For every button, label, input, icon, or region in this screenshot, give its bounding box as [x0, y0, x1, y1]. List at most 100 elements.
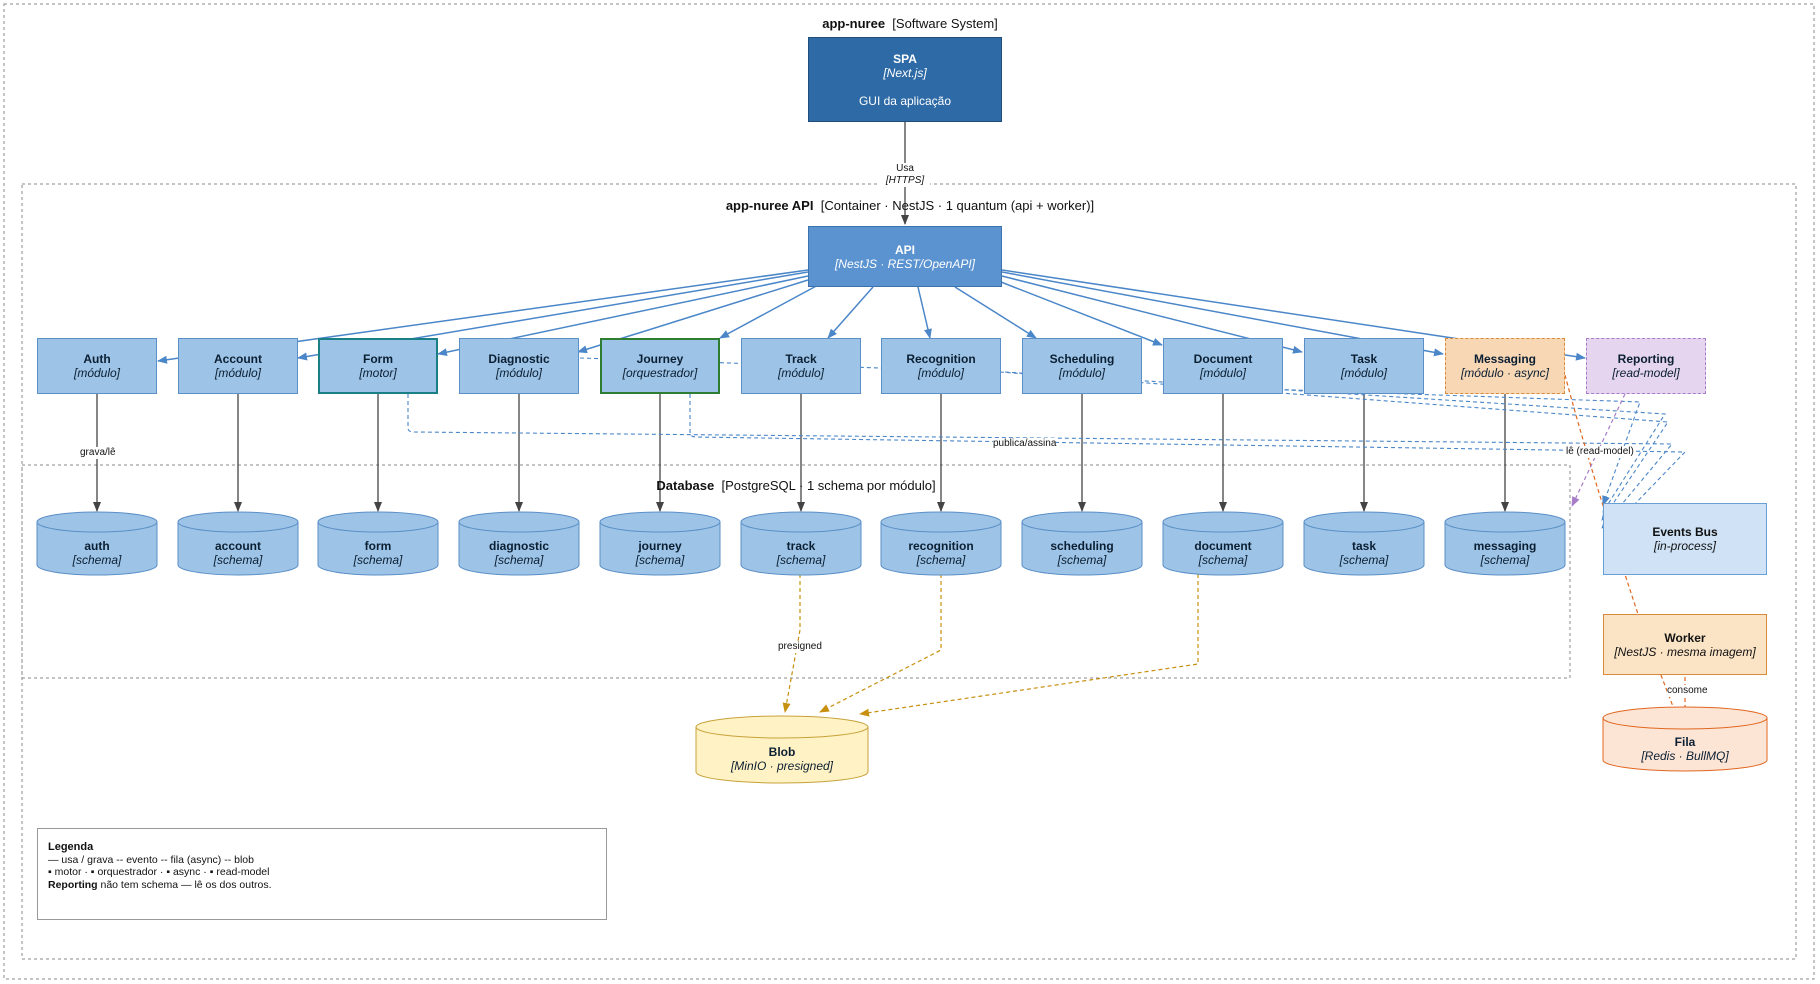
edge-spa-api-label: Usa [HTTPS] [880, 163, 930, 187]
module-type: [motor] [359, 366, 397, 380]
api-box[interactable]: API [NestJS · REST/OpenAPI] [808, 226, 1002, 287]
module-auth[interactable]: Auth [módulo] [37, 338, 157, 394]
schema-name: diagnostic [488, 539, 549, 553]
schema-account-label: account[schema] [178, 539, 298, 567]
schema-task-label: task[schema] [1304, 539, 1424, 567]
schema-type: [schema] [776, 553, 826, 567]
module-document[interactable]: Document [módulo] [1163, 338, 1283, 394]
module-diagnostic[interactable]: Diagnostic [módulo] [459, 338, 579, 394]
module-type: [módulo] [1199, 366, 1247, 380]
edge-presigned-label: presigned [778, 641, 822, 653]
edge-recognition-blob [819, 574, 942, 713]
schema-type: [schema] [494, 553, 544, 567]
api-name: API [894, 242, 915, 257]
schema-type: [schema] [635, 553, 685, 567]
schema-document-label: document[schema] [1163, 539, 1283, 567]
module-type: [orquestrador] [622, 366, 698, 380]
edge-api-recognition [917, 286, 932, 339]
module-account[interactable]: Account [módulo] [178, 338, 298, 394]
edge-le-read-label: lê (read-model) [1566, 446, 1634, 458]
worker-name: Worker [1664, 630, 1706, 645]
module-recognition[interactable]: Recognition [módulo] [881, 338, 1001, 394]
schema-type: [schema] [1057, 553, 1107, 567]
module-name: Auth [83, 352, 111, 366]
cyl-messaging [1444, 511, 1566, 576]
fila-label[interactable]: Fila [Redis · BullMQ] [1603, 735, 1767, 763]
module-name: Form [363, 352, 393, 366]
module-form[interactable]: Form [motor] [318, 338, 438, 394]
module-name: Messaging [1473, 352, 1536, 366]
cyl-form [317, 511, 439, 576]
module-name: Account [214, 352, 262, 366]
blob-tech: [MinIO · presigned] [730, 759, 834, 773]
fila-name: Fila [1674, 735, 1696, 749]
module-type: [módulo] [214, 366, 262, 380]
schema-form-label: form[schema] [318, 539, 438, 567]
schema-scheduling-label: scheduling[schema] [1022, 539, 1142, 567]
module-name: Diagnostic [488, 352, 550, 366]
legend-line-3-rest: não tem schema — lê os dos outros. [97, 878, 272, 891]
module-type: [módulo] [1340, 366, 1388, 380]
cyl-account [177, 511, 299, 576]
schema-name: journey [638, 539, 682, 553]
legend-line-1: — usa / grava -- evento -- fila (async) … [48, 853, 254, 866]
cyl-recognition [880, 511, 1002, 576]
module-name: Recognition [906, 352, 976, 366]
worker-tech: [NestJS · mesma imagem] [1614, 644, 1756, 659]
legend-title: Legenda [48, 841, 94, 853]
events-bus-name: Events Bus [1652, 525, 1718, 539]
spa-box[interactable]: SPA [Next.js] GUI da aplicação [808, 37, 1002, 122]
schema-cylinders [36, 511, 1566, 576]
system-boundary [3, 3, 1815, 980]
module-name: Task [1350, 352, 1378, 366]
events-bus-box[interactable]: Events Bus [in-process] [1603, 503, 1767, 575]
module-track[interactable]: Track [módulo] [741, 338, 861, 394]
module-name: Document [1193, 352, 1253, 366]
module-journey[interactable]: Journey [orquestrador] [600, 338, 720, 394]
schema-track-label: track[schema] [741, 539, 861, 567]
system-kind: [Software System] [892, 16, 998, 31]
schema-type: [schema] [1339, 553, 1389, 567]
api-container-title: app-nuree API [Container · NestJS · 1 qu… [0, 198, 1820, 213]
edge-messaging-fila [1564, 374, 1686, 739]
schema-type: [schema] [353, 553, 403, 567]
system-name: app-nuree [822, 16, 886, 31]
module-type: [módulo] [73, 366, 121, 380]
module-name: Journey [636, 352, 684, 366]
api-tech: [NestJS · REST/OpenAPI] [834, 256, 976, 271]
cyl-track [740, 511, 862, 576]
edge-usa-tech: [HTTPS] [885, 175, 925, 186]
cyl-blob [695, 715, 869, 784]
schema-journey-label: journey[schema] [600, 539, 720, 567]
spa-desc: GUI da aplicação [858, 93, 952, 108]
blob-label[interactable]: Blob [MinIO · presigned] [696, 745, 868, 773]
module-scheduling[interactable]: Scheduling [módulo] [1022, 338, 1142, 394]
schema-type: [schema] [1480, 553, 1530, 567]
schema-name: document [1194, 539, 1252, 553]
database-name: Database [656, 478, 715, 493]
module-type: [módulo] [1058, 366, 1106, 380]
schema-name: scheduling [1050, 539, 1114, 553]
spa-tech: [Next.js] [883, 65, 927, 80]
legend-line-3-bold: Reporting [48, 878, 98, 891]
events-bus-tech: [in-process] [1653, 539, 1717, 553]
cyl-auth [36, 511, 158, 576]
module-schema-edges [93, 394, 1509, 512]
edge-api-journey [719, 283, 821, 339]
schema-type: [schema] [916, 553, 966, 567]
cyl-journey [599, 511, 721, 576]
module-messaging[interactable]: Messaging [módulo · async] [1445, 338, 1565, 394]
blob-name: Blob [768, 745, 796, 759]
edge-document-events [1179, 385, 1641, 506]
worker-box[interactable]: Worker [NestJS · mesma imagem] [1603, 614, 1767, 675]
api-container-name: app-nuree API [725, 198, 814, 213]
database-boundary [21, 464, 1571, 679]
module-task[interactable]: Task [módulo] [1304, 338, 1424, 394]
edge-consome-label: consome [1667, 685, 1708, 697]
module-reporting[interactable]: Reporting [read-model] [1586, 338, 1706, 394]
module-name: Track [785, 352, 817, 366]
schema-name: track [786, 539, 816, 553]
edge-usa-label: Usa [896, 163, 914, 174]
module-name: Scheduling [1049, 352, 1115, 366]
